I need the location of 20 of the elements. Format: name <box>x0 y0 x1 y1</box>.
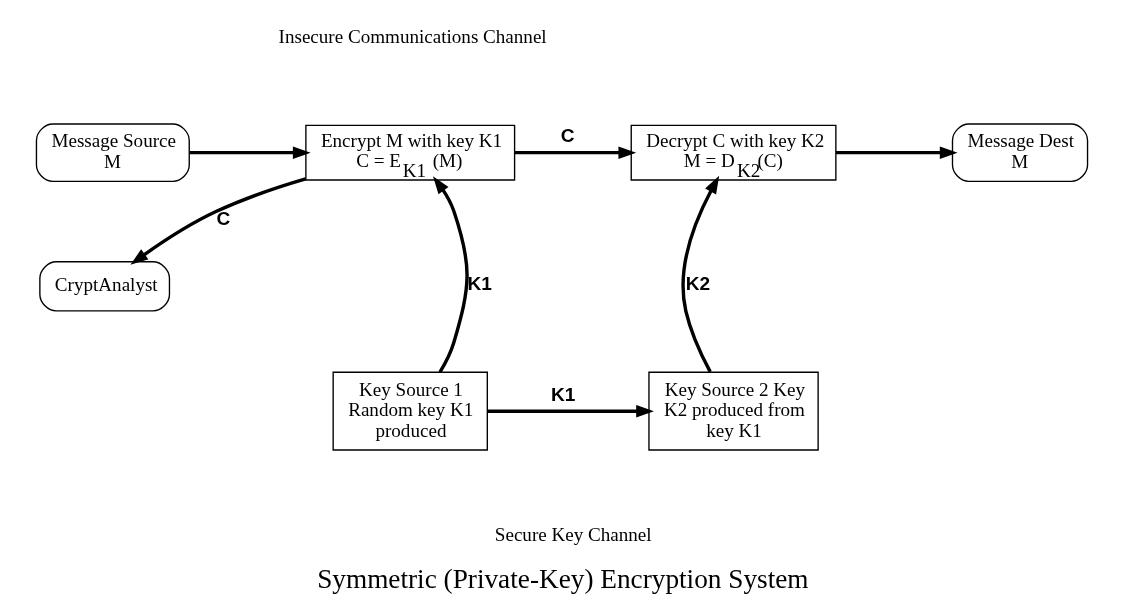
label: Secure Key Channel <box>494 524 652 546</box>
node-box: Message Source M <box>35 123 190 182</box>
caption: Symmetric (Private-Key) Encryption System <box>316 563 809 594</box>
edge-label: C <box>560 125 574 147</box>
edge-label: C <box>216 208 230 230</box>
arrow <box>487 404 654 418</box>
node-box: Message Dest M <box>951 123 1088 182</box>
edge-label: K1 <box>467 273 492 295</box>
arrow <box>129 177 306 265</box>
arrow <box>189 146 311 159</box>
arrow <box>514 146 636 159</box>
arrow <box>432 176 469 373</box>
arrow <box>681 175 719 373</box>
node-box: CryptAnalyst <box>38 261 170 312</box>
label: Insecure Communications Channel <box>278 26 547 48</box>
arrow <box>835 146 958 159</box>
node-box: Key Source 1 Random key K1 produced <box>332 371 488 451</box>
edge-label: K1 <box>550 383 575 405</box>
edge-label: K2 <box>685 273 710 295</box>
node-box: Key Source 2 Key K2 produced from key K1 <box>647 371 819 451</box>
